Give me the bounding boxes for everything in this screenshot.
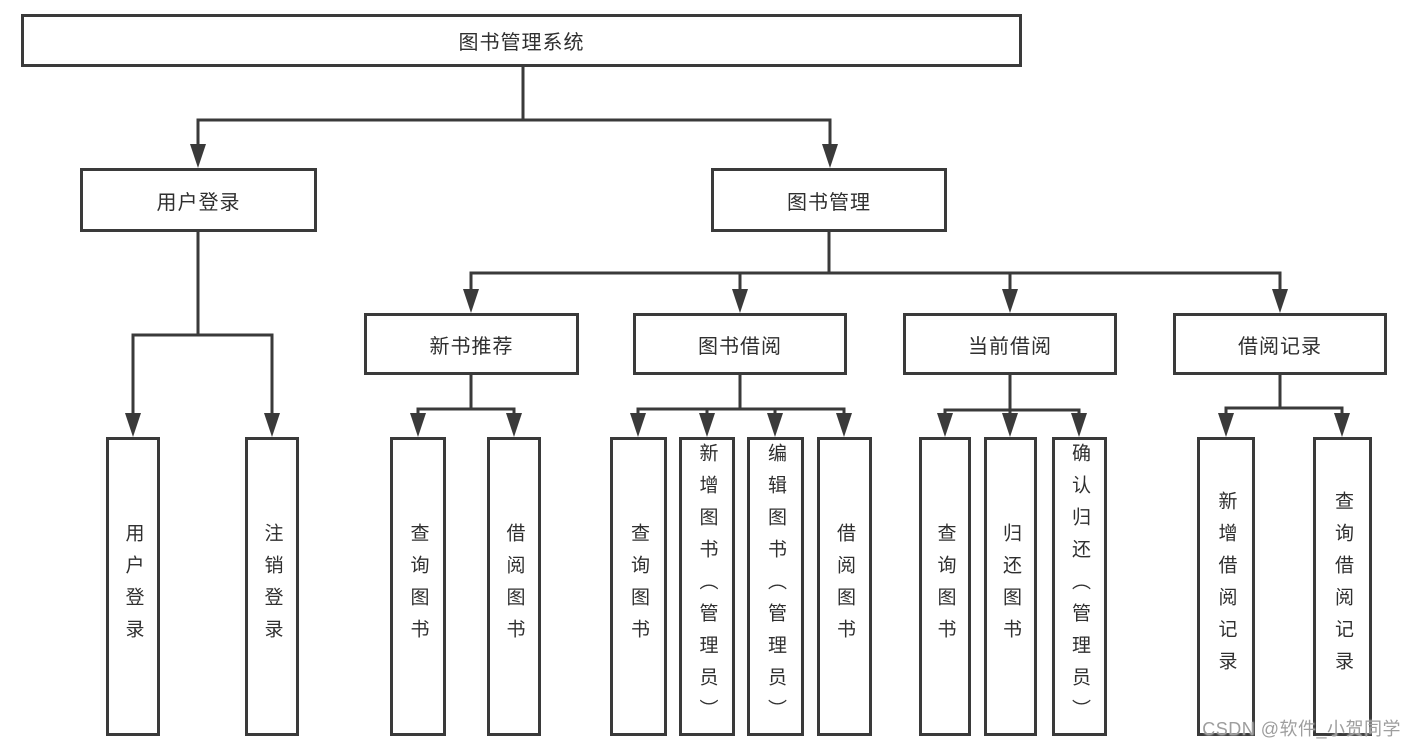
leaf-edit-book-admin: 编辑图书（管理员） [747, 437, 804, 736]
leaf-query-borrow-record-label: 查询借阅记录 [1332, 490, 1353, 683]
leaf-add-book-admin-label: 新增图书（管理员） [696, 442, 718, 731]
leaf-confirm-return-admin: 确认归还（管理员） [1052, 437, 1107, 736]
leaf-query-books-2: 查询图书 [610, 437, 667, 736]
leaf-logout-label: 注销登录 [261, 522, 283, 651]
leaf-user-login: 用户登录 [106, 437, 160, 736]
leaf-query-borrow-record: 查询借阅记录 [1313, 437, 1372, 736]
leaf-query-books-2-label: 查询图书 [628, 522, 649, 651]
node-new-book-recommend-label: 新书推荐 [429, 335, 514, 358]
leaf-return-books: 归还图书 [984, 437, 1037, 736]
node-book-management: 图书管理 [711, 168, 947, 232]
leaf-borrow-books-2: 借阅图书 [817, 437, 872, 736]
leaf-borrow-books-2-label: 借阅图书 [834, 522, 855, 651]
node-borrowing-records-label: 借阅记录 [1238, 335, 1322, 358]
leaf-query-books-3: 查询图书 [919, 437, 971, 736]
leaf-return-books-label: 归还图书 [1000, 522, 1021, 651]
node-user-login-label: 用户登录 [156, 191, 241, 214]
node-book-borrowing: 图书借阅 [633, 313, 847, 375]
node-root: 图书管理系统 [21, 14, 1022, 67]
leaf-add-borrow-record: 新增借阅记录 [1197, 437, 1255, 736]
leaf-borrow-books-1: 借阅图书 [487, 437, 541, 736]
leaf-add-book-admin: 新增图书（管理员） [679, 437, 735, 736]
leaf-logout: 注销登录 [245, 437, 299, 736]
leaf-borrow-books-1-label: 借阅图书 [503, 522, 525, 651]
leaf-add-borrow-record-label: 新增借阅记录 [1215, 490, 1237, 683]
node-borrowing-records: 借阅记录 [1173, 313, 1387, 375]
leaf-user-login-label: 用户登录 [122, 522, 144, 651]
leaf-query-books-3-label: 查询图书 [934, 522, 956, 651]
leaf-edit-book-admin-label: 编辑图书（管理员） [765, 442, 786, 731]
node-book-borrowing-label: 图书借阅 [698, 335, 782, 358]
node-root-label: 图书管理系统 [458, 32, 585, 54]
leaf-query-books-1: 查询图书 [390, 437, 446, 736]
node-new-book-recommend: 新书推荐 [364, 313, 579, 375]
node-user-login: 用户登录 [80, 168, 317, 232]
leaf-query-books-1-label: 查询图书 [407, 522, 429, 651]
leaf-confirm-return-admin-label: 确认归还（管理员） [1069, 442, 1090, 731]
csdn-watermark: CSDN @软件_小贺同学 [1202, 719, 1401, 739]
node-current-borrowing-label: 当前借阅 [968, 335, 1052, 358]
node-book-management-label: 图书管理 [787, 191, 871, 214]
node-current-borrowing: 当前借阅 [903, 313, 1117, 375]
